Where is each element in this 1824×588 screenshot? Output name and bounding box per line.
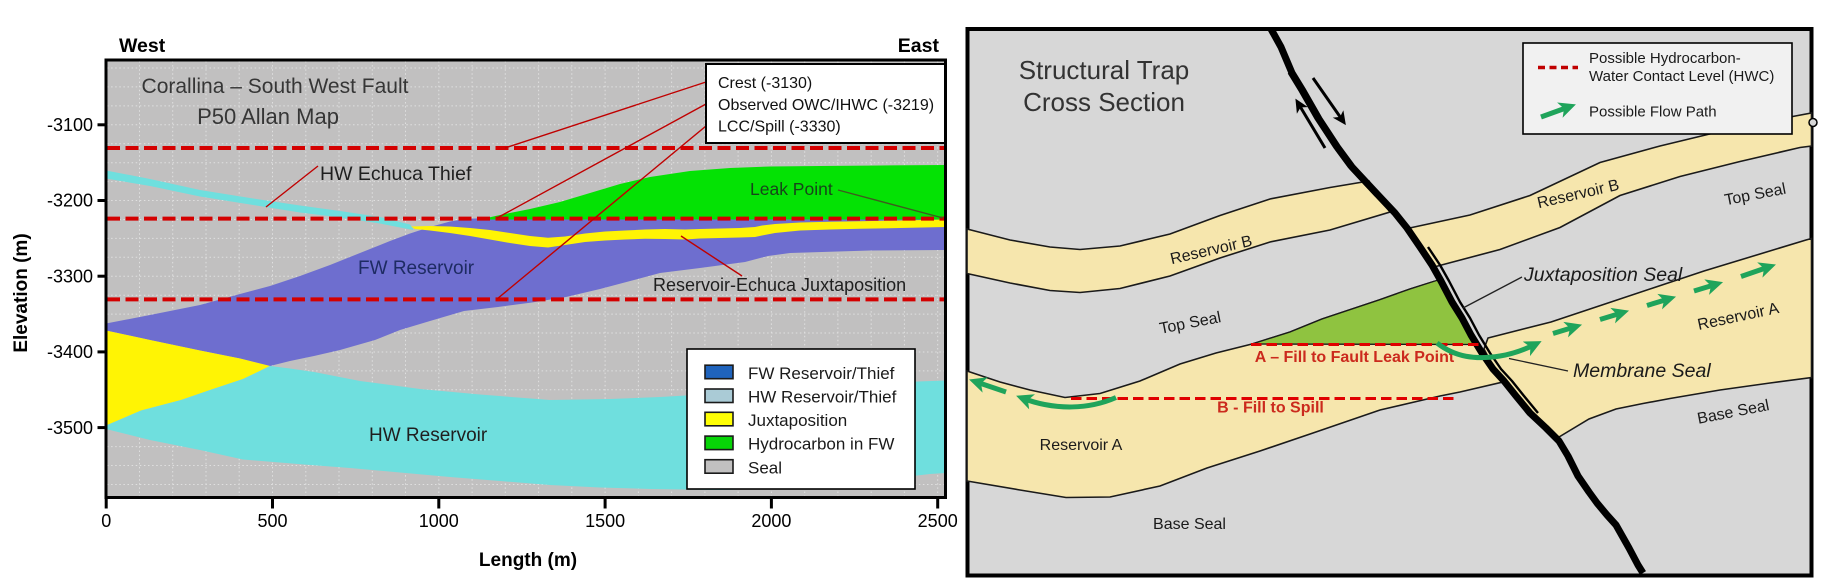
svg-text:-3200: -3200 xyxy=(47,191,93,211)
svg-text:Structural Trap: Structural Trap xyxy=(1019,55,1190,85)
svg-text:A – Fill to Fault Leak Point: A – Fill to Fault Leak Point xyxy=(1255,349,1455,366)
svg-text:Observed OWC/IHWC (-3219): Observed OWC/IHWC (-3219) xyxy=(718,97,934,114)
svg-text:P50 Allan Map: P50 Allan Map xyxy=(197,104,339,129)
svg-text:B - Fill to Spill: B - Fill to Spill xyxy=(1217,400,1324,417)
svg-text:Hydrocarbon in FW: Hydrocarbon in FW xyxy=(748,435,894,454)
svg-text:HW Reservoir/Thief: HW Reservoir/Thief xyxy=(748,388,897,407)
svg-text:Water Contact Level (HWC): Water Contact Level (HWC) xyxy=(1589,68,1774,85)
svg-text:Base Seal: Base Seal xyxy=(1153,516,1226,533)
svg-text:2500: 2500 xyxy=(918,511,958,531)
svg-text:Reservoir-Echuca Juxtaposition: Reservoir-Echuca Juxtaposition xyxy=(653,275,906,295)
svg-text:HW Reservoir: HW Reservoir xyxy=(369,425,488,446)
svg-text:Possible Hydrocarbon-: Possible Hydrocarbon- xyxy=(1589,50,1741,67)
svg-text:Juxtaposition Seal: Juxtaposition Seal xyxy=(1523,264,1683,286)
svg-text:Cross Section: Cross Section xyxy=(1023,87,1185,117)
svg-text:-3300: -3300 xyxy=(47,266,93,286)
svg-text:Corallina – South West Fault: Corallina – South West Fault xyxy=(142,75,409,98)
svg-text:LCC/Spill (-3330): LCC/Spill (-3330) xyxy=(718,119,841,136)
svg-text:West: West xyxy=(119,35,166,57)
svg-text:Elevation (m): Elevation (m) xyxy=(11,233,32,352)
svg-text:FW Reservoir: FW Reservoir xyxy=(358,258,475,279)
svg-text:Possible Flow Path: Possible Flow Path xyxy=(1589,104,1717,121)
svg-text:HW Echuca Thief: HW Echuca Thief xyxy=(320,163,472,185)
svg-text:1000: 1000 xyxy=(419,511,459,531)
svg-text:1500: 1500 xyxy=(585,511,625,531)
svg-text:Juxtaposition: Juxtaposition xyxy=(748,411,847,430)
svg-text:Seal: Seal xyxy=(748,458,782,477)
svg-text:Membrane Seal: Membrane Seal xyxy=(1573,360,1711,382)
svg-text:Crest (-3130): Crest (-3130) xyxy=(718,75,812,92)
svg-text:0: 0 xyxy=(101,511,111,531)
svg-text:2000: 2000 xyxy=(751,511,791,531)
svg-text:500: 500 xyxy=(257,511,287,531)
svg-text:-3500: -3500 xyxy=(47,418,93,438)
svg-text:Leak Point: Leak Point xyxy=(750,179,833,199)
svg-text:East: East xyxy=(898,35,940,57)
svg-text:-3100: -3100 xyxy=(47,115,93,135)
svg-text:Reservoir A: Reservoir A xyxy=(1040,437,1123,454)
svg-text:-3400: -3400 xyxy=(47,342,93,362)
svg-text:FW Reservoir/Thief: FW Reservoir/Thief xyxy=(748,364,895,383)
svg-text:Length (m): Length (m) xyxy=(479,550,577,571)
